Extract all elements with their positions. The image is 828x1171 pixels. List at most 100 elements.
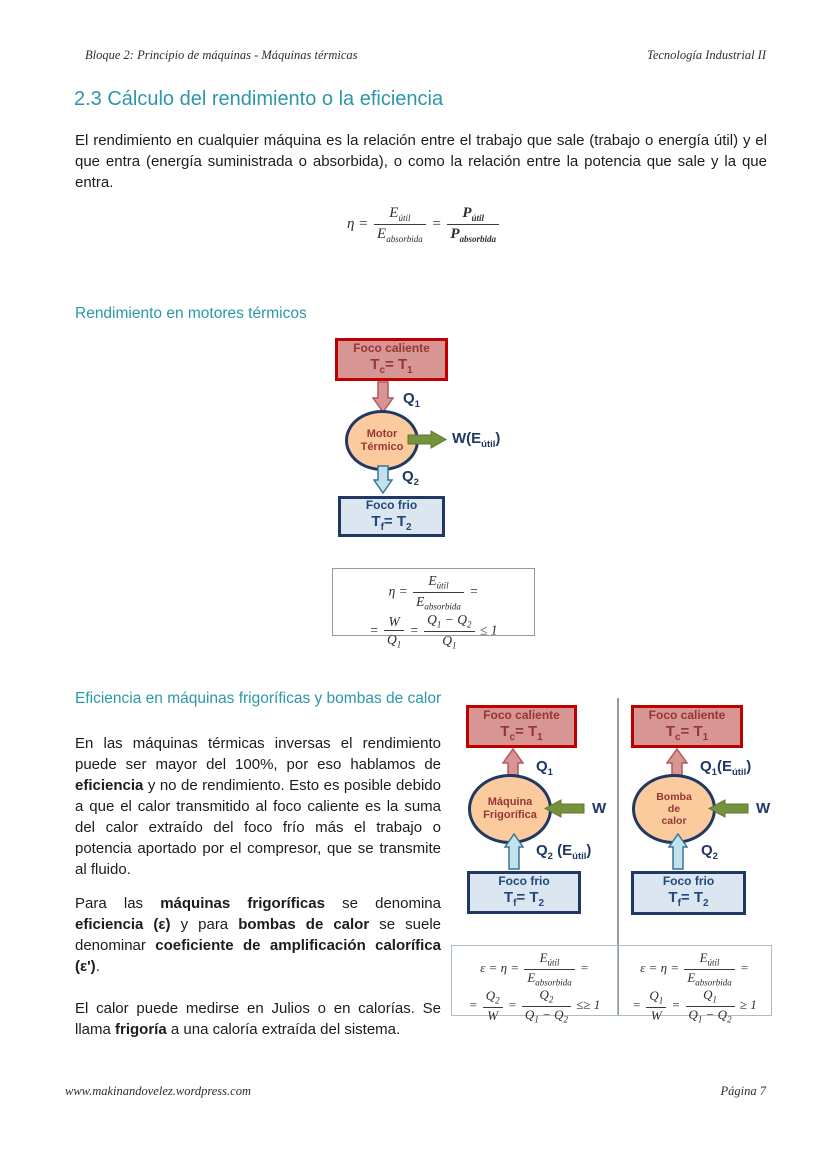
tok: Pútil (447, 205, 500, 225)
tok: ≤ 1 (479, 622, 498, 638)
tok: c (379, 364, 386, 376)
box-title: Foco frio (498, 873, 550, 888)
w-eutil-label: W(Eútil) (452, 430, 500, 450)
tok: = T (383, 512, 407, 530)
tok: y para (170, 916, 239, 933)
tok: 2 (548, 994, 554, 1005)
tok: 2 (495, 995, 500, 1006)
tok: Q2 (482, 988, 503, 1008)
footer-url: www.makinandovelez.wordpress.com (65, 1084, 251, 1098)
fraction: Eútil Eabsorbida (413, 573, 464, 611)
tok: Q (703, 987, 713, 1003)
work-arrow-left-icon (544, 799, 585, 818)
box-title: Foco frio (365, 497, 418, 512)
tok: = T (515, 722, 538, 740)
tok: = T (516, 888, 539, 906)
tok: Q (403, 390, 415, 407)
tok: = (468, 997, 478, 1013)
tok: = (488, 960, 498, 976)
tok: Máquina (487, 796, 533, 808)
tok: Q (649, 988, 659, 1004)
tok: Q1 (646, 988, 667, 1008)
fraction-potencia: Pútil Pabsorbida (447, 205, 500, 244)
tok: − (705, 1006, 715, 1022)
fraction: Eútil Eabsorbida (684, 950, 735, 988)
box-title: Foco caliente (483, 707, 560, 722)
foco-frio-box: Foco frio Tf= T2 (631, 871, 746, 915)
heading-motores-termicos: Rendimiento en motores térmicos (75, 305, 307, 322)
tok: ) (495, 430, 501, 447)
tok: se denomina (324, 895, 441, 912)
tok: η (500, 960, 508, 976)
header-right: Tecnología Industrial II (647, 48, 766, 62)
box-temp: Tc= T1 (469, 723, 574, 746)
tok: 2 (712, 851, 718, 862)
tok: = (580, 960, 589, 976)
heat-in-arrow-down-icon (372, 381, 394, 413)
tok: 1 (396, 639, 402, 650)
tok: = (510, 960, 520, 976)
tok: (E (716, 758, 732, 775)
tok: Q (701, 842, 713, 859)
tok: 2 (547, 851, 553, 862)
box-title: Foco frio (662, 874, 715, 888)
tok: ε (480, 960, 486, 976)
tok: − (542, 1006, 551, 1022)
tok: = (648, 960, 658, 976)
heading-eficiencia-frigorificas: Eficiencia en máquinas frigoríficas y bo… (75, 690, 442, 707)
heat-out-arrow-down-icon (373, 465, 393, 494)
tok: = (431, 215, 442, 232)
paragraph: En las máquinas térmicas inversas el ren… (75, 733, 441, 880)
tok: Q2 (521, 987, 571, 1007)
tok: E (416, 593, 425, 609)
box-temp: Tc= T1 (338, 356, 445, 379)
tok: Eabsorbida (413, 593, 464, 612)
bomba-de-calor-ellipse: Bomba de calor (632, 774, 716, 844)
foco-frio-box: Foco frio Tf= T2 (467, 871, 581, 914)
tok: E (389, 205, 399, 221)
tok: = (398, 583, 408, 599)
tok: W (384, 614, 405, 631)
tok: E (428, 573, 437, 588)
tok: y no de rendimiento. Esto es posible deb… (75, 777, 441, 878)
paragraph: Para las máquinas frigoríficas se denomi… (75, 893, 441, 977)
tok: Frigorífica (483, 809, 537, 821)
tok: T (371, 512, 381, 530)
tok: Q (402, 468, 414, 485)
tok: eficiencia (75, 777, 144, 794)
w-label: W (592, 800, 606, 817)
tok: 2 (406, 521, 412, 533)
tok: ≥ 1 (739, 997, 757, 1013)
tok: 2 (727, 1014, 732, 1025)
foco-caliente-box: Foco caliente Tc= T1 (631, 705, 743, 748)
tok: Eútil (524, 950, 575, 970)
tok: 1 (547, 767, 553, 778)
tok: = (507, 997, 517, 1013)
tok: absorbida (535, 977, 572, 988)
tok: útil (481, 439, 496, 450)
tok: = T (385, 355, 408, 373)
tok: Q (457, 612, 468, 628)
tok: = (670, 960, 680, 976)
tok: Para las (75, 895, 161, 912)
tok: W (650, 1007, 662, 1023)
tok: T (665, 722, 675, 740)
tok: 1 (702, 731, 709, 743)
q2-label: Q2 (402, 468, 419, 488)
q2-label: Q2 (701, 842, 718, 862)
fraction: Q2 Q1 − Q2 (521, 987, 571, 1024)
paragraph: El calor puede medirse en Julios o en ca… (75, 998, 441, 1040)
tok: 2 (703, 898, 709, 909)
tok: Eabsorbida (684, 970, 734, 988)
tok: Q (717, 1006, 728, 1022)
tok: 2 (413, 477, 419, 488)
tok: útil (471, 213, 485, 223)
tok: El calor puede medirse en Julios o en ca… (75, 1000, 441, 1038)
tok: Q (427, 612, 437, 628)
q1-label: Q1 (536, 758, 553, 778)
tok: Bomba (656, 791, 692, 803)
tok: absorbida (459, 234, 497, 244)
tok: útil (547, 957, 560, 968)
formula-line: = Q2 W = Q2 Q1 − Q2 ≤≥ 1 (452, 987, 617, 1024)
tok: frigoría (115, 1021, 167, 1038)
